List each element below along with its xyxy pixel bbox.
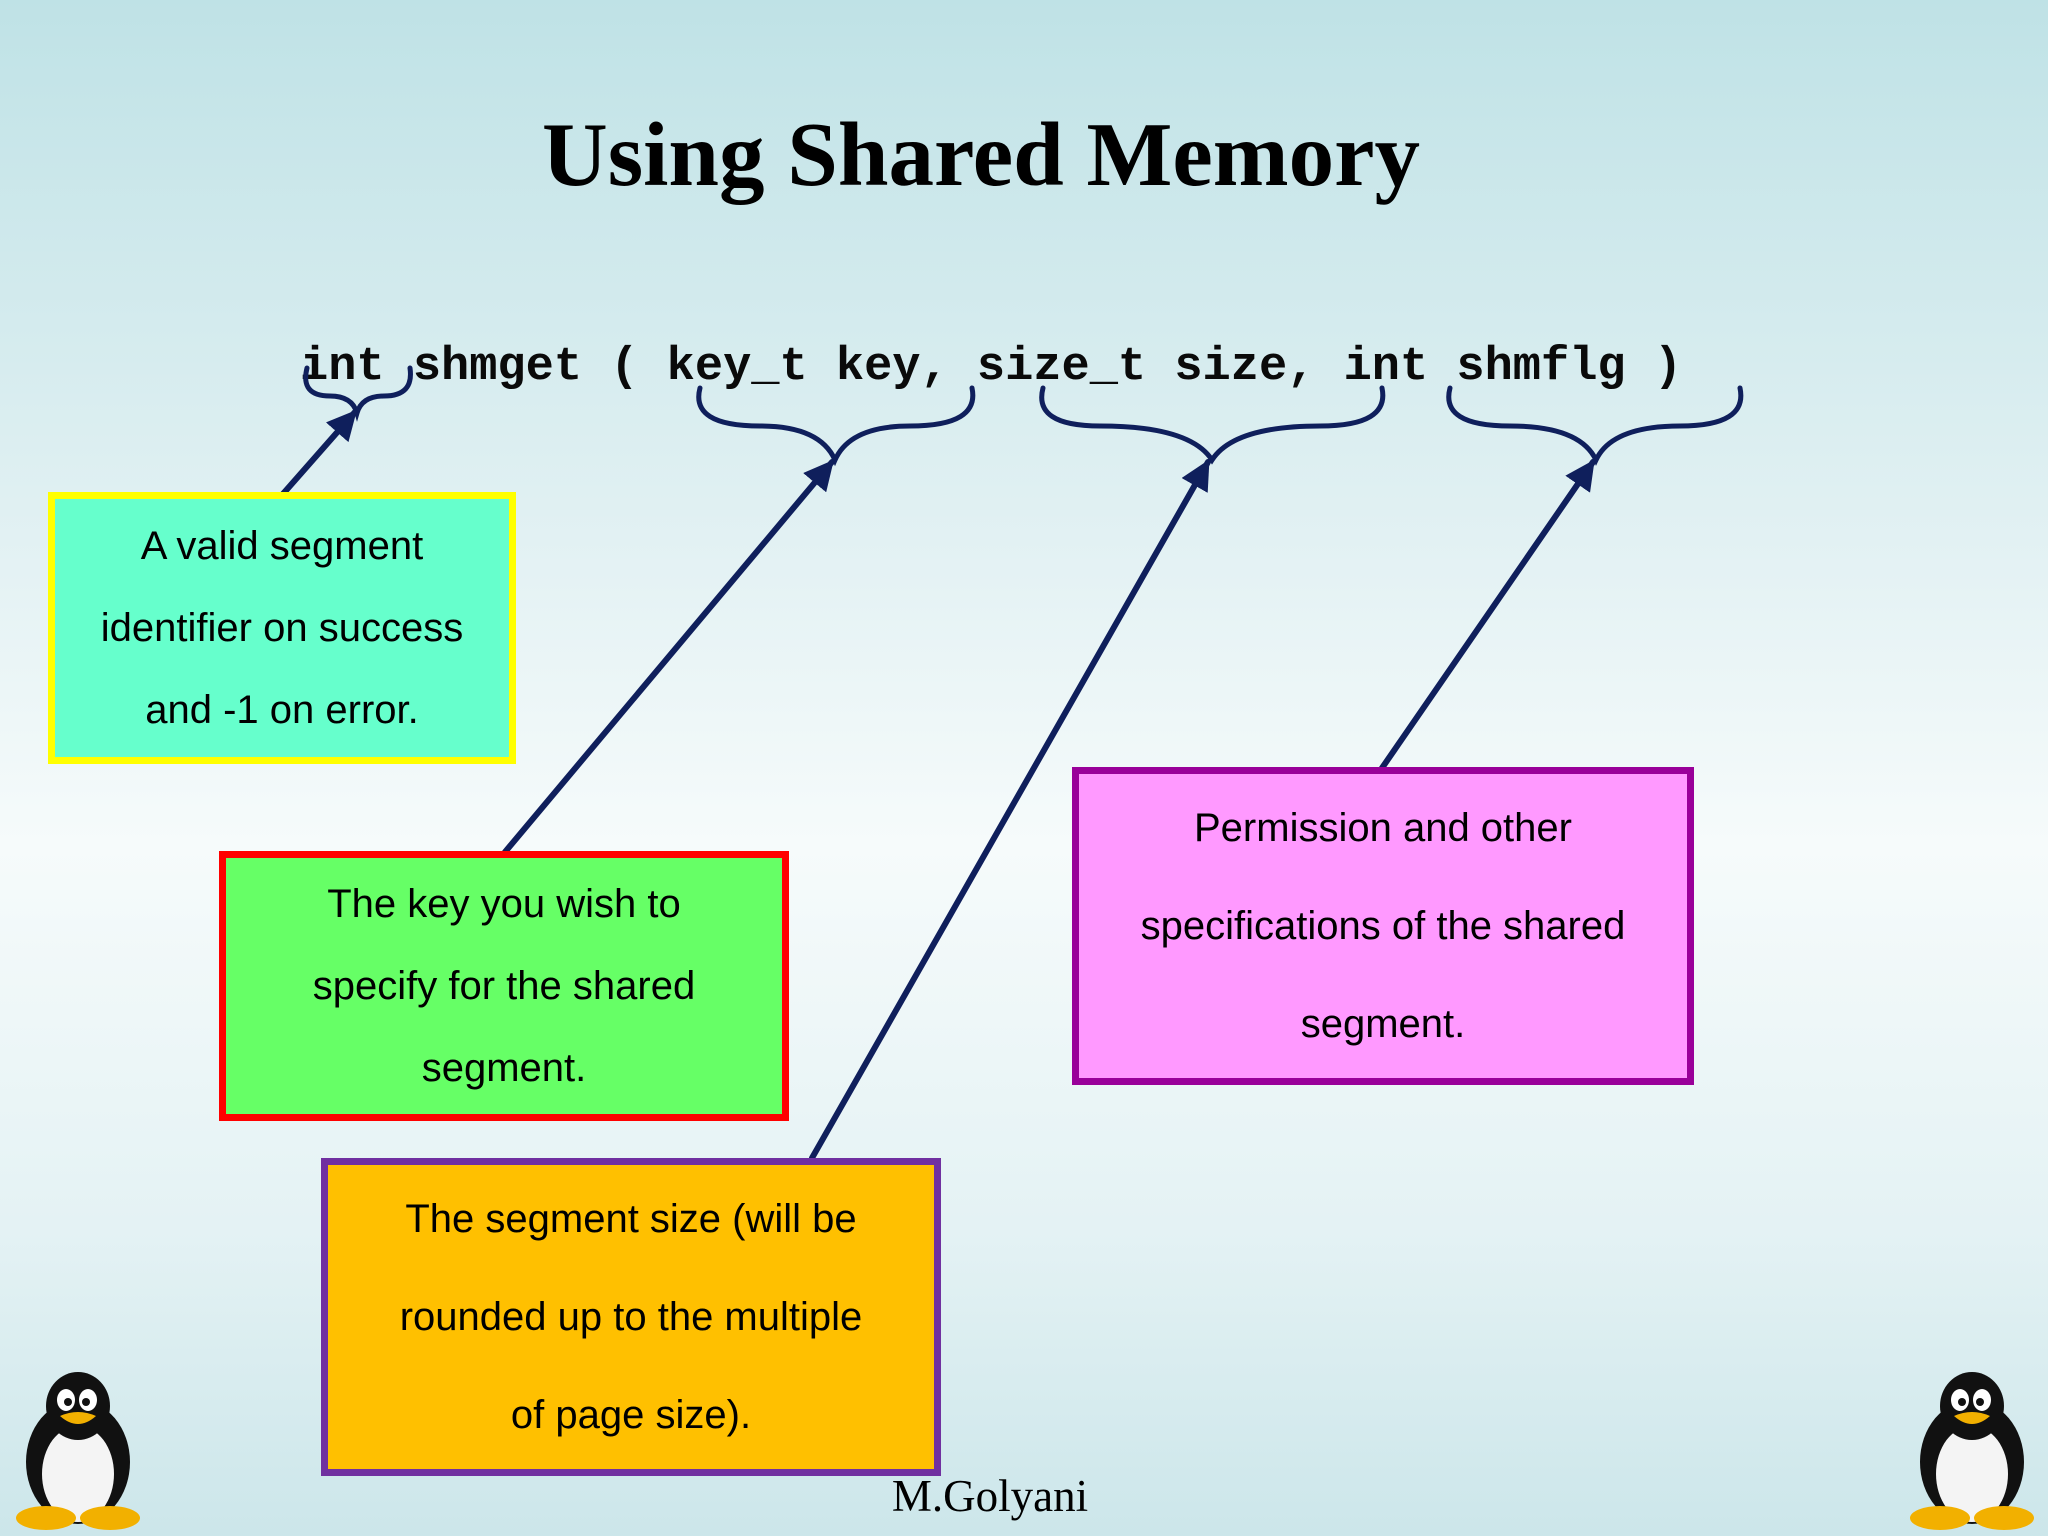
arrow-return <box>279 409 358 498</box>
author-footer: M.Golyani <box>891 1471 1089 1521</box>
brace-return-type <box>303 365 413 422</box>
callout-shmflg-line-2: specifications of the shared <box>1140 904 1626 948</box>
arrow-key <box>502 459 835 855</box>
callout-shmflg-line-1: Permission and other <box>1194 806 1572 850</box>
callout-size-line-3: of page size). <box>510 1393 752 1437</box>
slide-title: Using Shared Memory <box>542 104 1420 205</box>
tux-penguin-icon <box>1910 1372 2034 1530</box>
callout-size-line-1: The segment size (will be <box>405 1197 857 1241</box>
brace-size <box>1039 385 1386 465</box>
brace-key <box>696 385 976 467</box>
callout-key-line-3: segment. <box>421 1046 587 1090</box>
callout-return-line-3: and -1 on error. <box>145 688 419 732</box>
callout-return-line-2: identifier on success <box>100 606 464 650</box>
callout-shmflg: Permission and other specifications of t… <box>1072 767 1694 1085</box>
callout-return-value: A valid segment identifier on success an… <box>48 492 516 764</box>
function-signature: int shmget ( key_t key, size_t size, int… <box>300 341 1683 394</box>
tux-penguin-icon <box>16 1372 140 1530</box>
callout-return-line-1: A valid segment <box>140 524 424 568</box>
brace-shmflg <box>1446 385 1744 466</box>
callout-key-line-2: specify for the shared <box>312 964 696 1008</box>
callout-key: The key you wish to specify for the shar… <box>219 851 789 1121</box>
arrow-shmflg <box>1379 459 1596 771</box>
callout-key-line-1: The key you wish to <box>327 882 681 926</box>
callout-size-line-2: rounded up to the multiple <box>399 1295 863 1339</box>
callout-shmflg-line-3: segment. <box>1300 1002 1466 1046</box>
callout-size: The segment size (will be rounded up to … <box>321 1158 941 1476</box>
arrow-size <box>809 459 1211 1161</box>
